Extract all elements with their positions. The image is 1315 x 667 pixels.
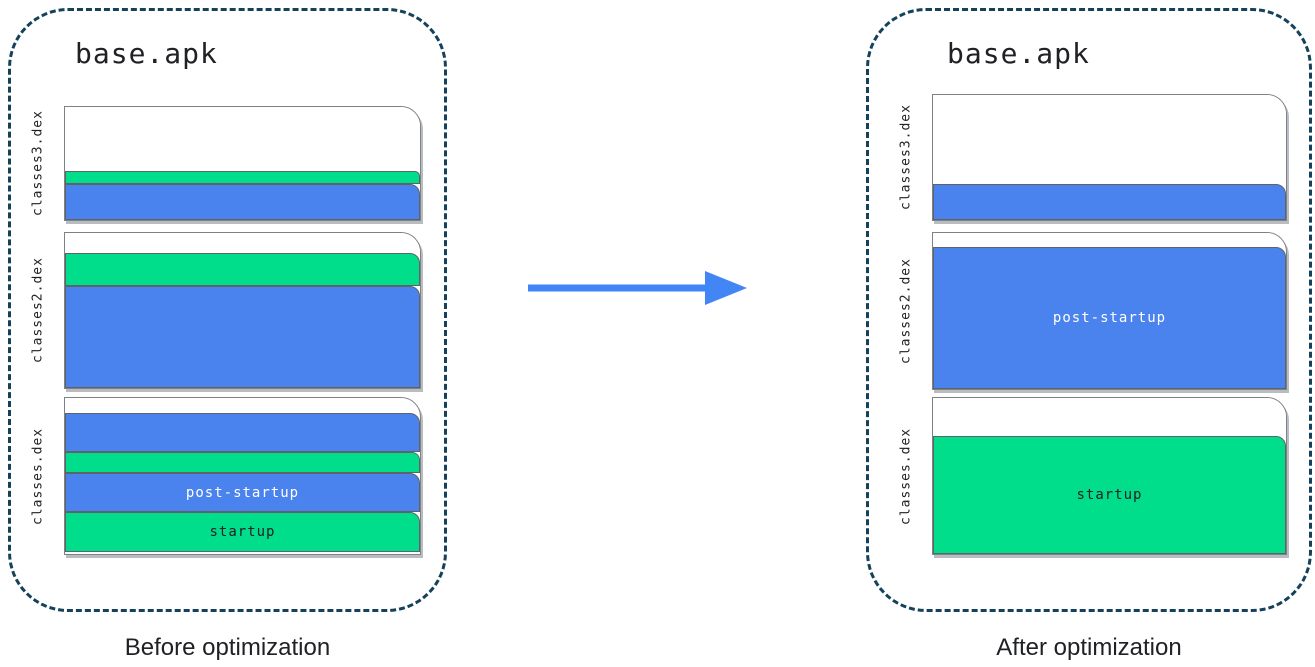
free-space-segment (65, 107, 420, 171)
dex-file-classes3-dex (932, 94, 1287, 221)
dex-file-classes3-dex (64, 106, 421, 221)
startup-segment (65, 452, 420, 473)
dex-file-classes-dex: post-startup startup (64, 397, 421, 555)
post-startup-label: post-startup (185, 484, 300, 501)
startup-segment (65, 253, 420, 286)
startup-label: startup (209, 524, 276, 540)
after-panel-group: base.apk classes3.dex post-startup classes… (866, 8, 1312, 667)
startup-segment: startup (65, 512, 420, 552)
after-apk-title: base.apk (947, 37, 1090, 70)
free-space-segment (933, 398, 1286, 436)
free-space-segment (65, 233, 420, 253)
file-label-classes2-dex: classes2.dex (30, 257, 46, 364)
post-startup-segment: post-startup (933, 247, 1286, 389)
startup-segment: startup (933, 436, 1286, 554)
file-label-classes-dex: classes.dex (30, 427, 46, 525)
before-apk-container: base.apk classes3.dex classes2.dex post-st… (8, 8, 447, 612)
file-label-classes3-dex: classes3.dex (30, 110, 46, 217)
before-caption: Before optimization (124, 634, 331, 661)
post-startup-segment (65, 286, 420, 388)
dex-file-classes2-dex: post-startup (932, 232, 1287, 390)
free-space-segment (65, 398, 420, 413)
file-label-classes-dex: classes.dex (898, 427, 914, 525)
free-space-segment (933, 233, 1286, 247)
post-startup-segment: post-startup (65, 473, 420, 512)
post-startup-segment (933, 184, 1286, 220)
startup-segment (65, 171, 420, 184)
before-panel-group: base.apk classes3.dex classes2.dex post-st… (8, 8, 447, 667)
startup-label: startup (1076, 487, 1143, 503)
free-space-segment (933, 95, 1286, 184)
dex-file-classes2-dex (64, 232, 421, 389)
right-arrow-icon (520, 265, 755, 311)
post-startup-label: post-startup (1052, 310, 1167, 326)
after-apk-container: base.apk classes3.dex post-startup classes… (866, 8, 1312, 612)
file-label-classes3-dex: classes3.dex (898, 104, 914, 211)
after-caption: After optimization (996, 634, 1182, 661)
post-startup-segment (65, 413, 420, 452)
dex-file-classes-dex: startup (932, 397, 1287, 555)
file-label-classes2-dex: classes2.dex (898, 258, 914, 364)
before-apk-title: base.apk (75, 37, 218, 70)
post-startup-segment (65, 184, 420, 220)
